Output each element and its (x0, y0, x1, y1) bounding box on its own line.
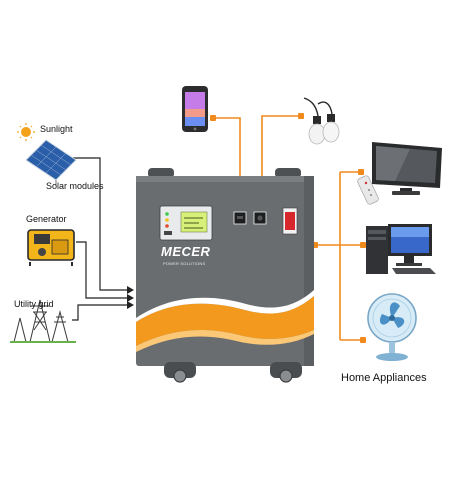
wheel-left (173, 369, 187, 383)
input-arrowheads (127, 286, 134, 309)
bulb-icon (303, 97, 340, 145)
solar-line (70, 157, 130, 291)
tv-icon (372, 142, 442, 195)
handle-right (275, 168, 301, 178)
panel-button (164, 231, 172, 235)
fan-icon (367, 293, 417, 361)
arrow-2 (127, 294, 134, 302)
arrow-1 (127, 286, 134, 294)
generator-icon (27, 229, 75, 266)
power-switch (285, 212, 295, 230)
brand-tagline: POWER SOLUTIONS (163, 261, 206, 266)
led-3 (165, 224, 169, 228)
handle-left (148, 168, 174, 178)
power-cabinet (136, 168, 314, 383)
sun-icon (17, 123, 35, 141)
remote-icon (357, 175, 379, 205)
phone-line (214, 117, 241, 196)
generator-line (76, 241, 130, 299)
pylon-icon (10, 299, 76, 343)
lcd-screen (180, 211, 208, 233)
port-2-hole (257, 215, 263, 221)
home-appliances-label: Home Appliances (341, 372, 427, 384)
phone-icon (182, 86, 208, 132)
plug-phone (210, 115, 216, 121)
port-1-slot (237, 216, 243, 219)
bulb-line (261, 115, 302, 196)
swoosh-orange (136, 296, 314, 346)
solar-panel-icon (25, 139, 77, 186)
utility-grid-label: Utility grid (14, 299, 54, 309)
computer-icon (366, 224, 436, 274)
cabinet-top-edge (136, 176, 314, 182)
plug-bulb (298, 113, 304, 119)
sunlight-label: Sunlight (40, 124, 73, 134)
output-lines (214, 115, 362, 341)
led-2 (165, 218, 169, 222)
output-plugs (210, 113, 366, 343)
input-lines (70, 157, 130, 321)
arrow-3 (127, 301, 134, 309)
plug-tv (358, 169, 364, 175)
generator-label: Generator (26, 214, 67, 224)
led-1 (165, 212, 169, 216)
grid-line (72, 304, 130, 321)
wheel-right (279, 369, 293, 383)
solar-modules-label: Solar modules (46, 181, 104, 191)
plug-pc (360, 242, 366, 248)
swoosh-light (136, 330, 314, 352)
cabinet-side-shade (304, 176, 314, 366)
plug-fan (360, 337, 366, 343)
brand-logo: MECER (161, 244, 211, 259)
swoosh-white (136, 290, 314, 322)
